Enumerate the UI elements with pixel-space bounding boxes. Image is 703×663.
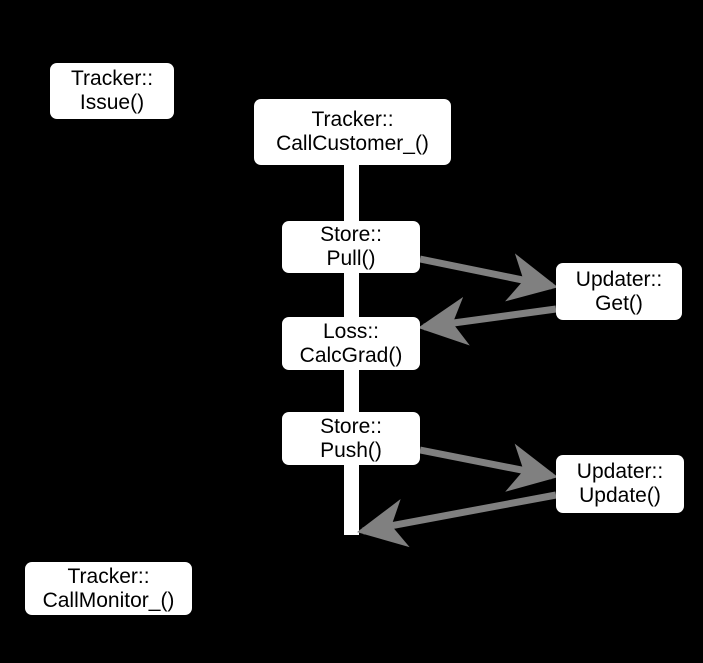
tracker-callmonitor-node-line-1: Tracker:: — [67, 564, 150, 588]
store-pull-node-line-2: Pull() — [326, 247, 376, 270]
store-pull-node-line-1: Store:: — [320, 223, 382, 247]
loss-calcgrad-node-line-1: Loss:: — [322, 319, 380, 343]
updater-get-node[interactable]: Updater::Get() — [556, 263, 682, 320]
tracker-callcustomer-node-line-2: CallCustomer_() — [276, 132, 429, 155]
store-push-node-line-1: Store:: — [320, 414, 382, 438]
updater-update-node[interactable]: Updater::Update() — [556, 455, 684, 513]
edge-store-push-to-updater-update — [419, 443, 559, 492]
tracker-callmonitor-node-line-2: CallMonitor_() — [42, 588, 175, 612]
loss-calcgrad-node-line-2: CalcGrad() — [299, 343, 403, 367]
tracker-issue-node[interactable]: Tracker::Issue() — [50, 63, 174, 119]
updater-get-node-line-1: Updater:: — [575, 267, 663, 291]
tracker-issue-node-line-1: Tracker:: — [70, 67, 154, 91]
updater-update-node-line-1: Updater:: — [576, 460, 664, 484]
updater-get-node-line-2: Get() — [595, 291, 643, 315]
store-pull-node[interactable]: Store::Pull() — [282, 221, 420, 273]
edge-updater-update-to-lifeline — [356, 491, 557, 548]
tracker-callmonitor-node[interactable]: Tracker::CallMonitor_() — [25, 562, 192, 615]
store-push-node-line-2: Push() — [320, 438, 382, 462]
loss-calcgrad-node[interactable]: Loss::CalcGrad() — [282, 317, 420, 370]
tracker-issue-node-line-2: Issue() — [79, 91, 145, 114]
edge-updater-get-to-loss-calcgrad — [417, 296, 557, 346]
store-push-node[interactable]: Store::Push() — [282, 412, 420, 465]
tracker-callcustomer-node[interactable]: Tracker::CallCustomer_() — [254, 99, 451, 165]
updater-update-node-line-2: Update() — [579, 484, 661, 507]
tracker-callcustomer-node-line-1: Tracker:: — [311, 108, 394, 132]
edge-store-pull-to-updater-get — [419, 253, 559, 302]
